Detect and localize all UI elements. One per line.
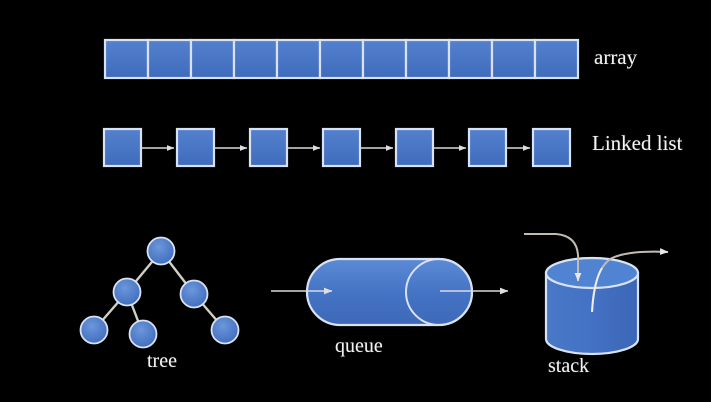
linked-list-label: Linked list [592,131,683,155]
queue-cylinder-body [305,257,474,327]
array-cell [404,38,451,80]
array-label: array [594,45,638,69]
array-cell [318,38,365,80]
array-cell [447,38,494,80]
stack-push-arrow [524,233,582,282]
linked-list-node [394,127,435,168]
stack-structure [524,233,669,356]
tree-structure [79,236,240,349]
array-cell [533,38,580,80]
array-cell [189,38,236,80]
queue-structure [271,257,509,327]
linked-list-structure [102,127,572,168]
tree-node-root [146,236,176,266]
array-cell [103,38,150,80]
linked-list-node [175,127,216,168]
tree-node [210,315,240,345]
array-cell [275,38,322,80]
linked-list-node [102,127,143,168]
tree-node [79,315,109,345]
linked-list-node [321,127,362,168]
stack-cylinder-top [544,256,640,290]
tree-node [112,277,142,307]
linked-list-node [248,127,289,168]
tree-label: tree [147,350,177,372]
stack-cylinder-body [544,271,640,356]
linked-list-node [467,127,508,168]
queue-label: queue [335,335,383,357]
array-cell [361,38,408,80]
array-cell [232,38,279,80]
linked-list-node [531,127,572,168]
array-cell [146,38,193,80]
tree-node [179,279,209,309]
tree-node [128,319,158,349]
stack-label: stack [548,355,590,377]
array-structure [103,38,580,80]
stack-pop-arrow-interior [591,267,603,313]
queue-cylinder-cap [405,258,473,326]
array-cell [490,38,537,80]
